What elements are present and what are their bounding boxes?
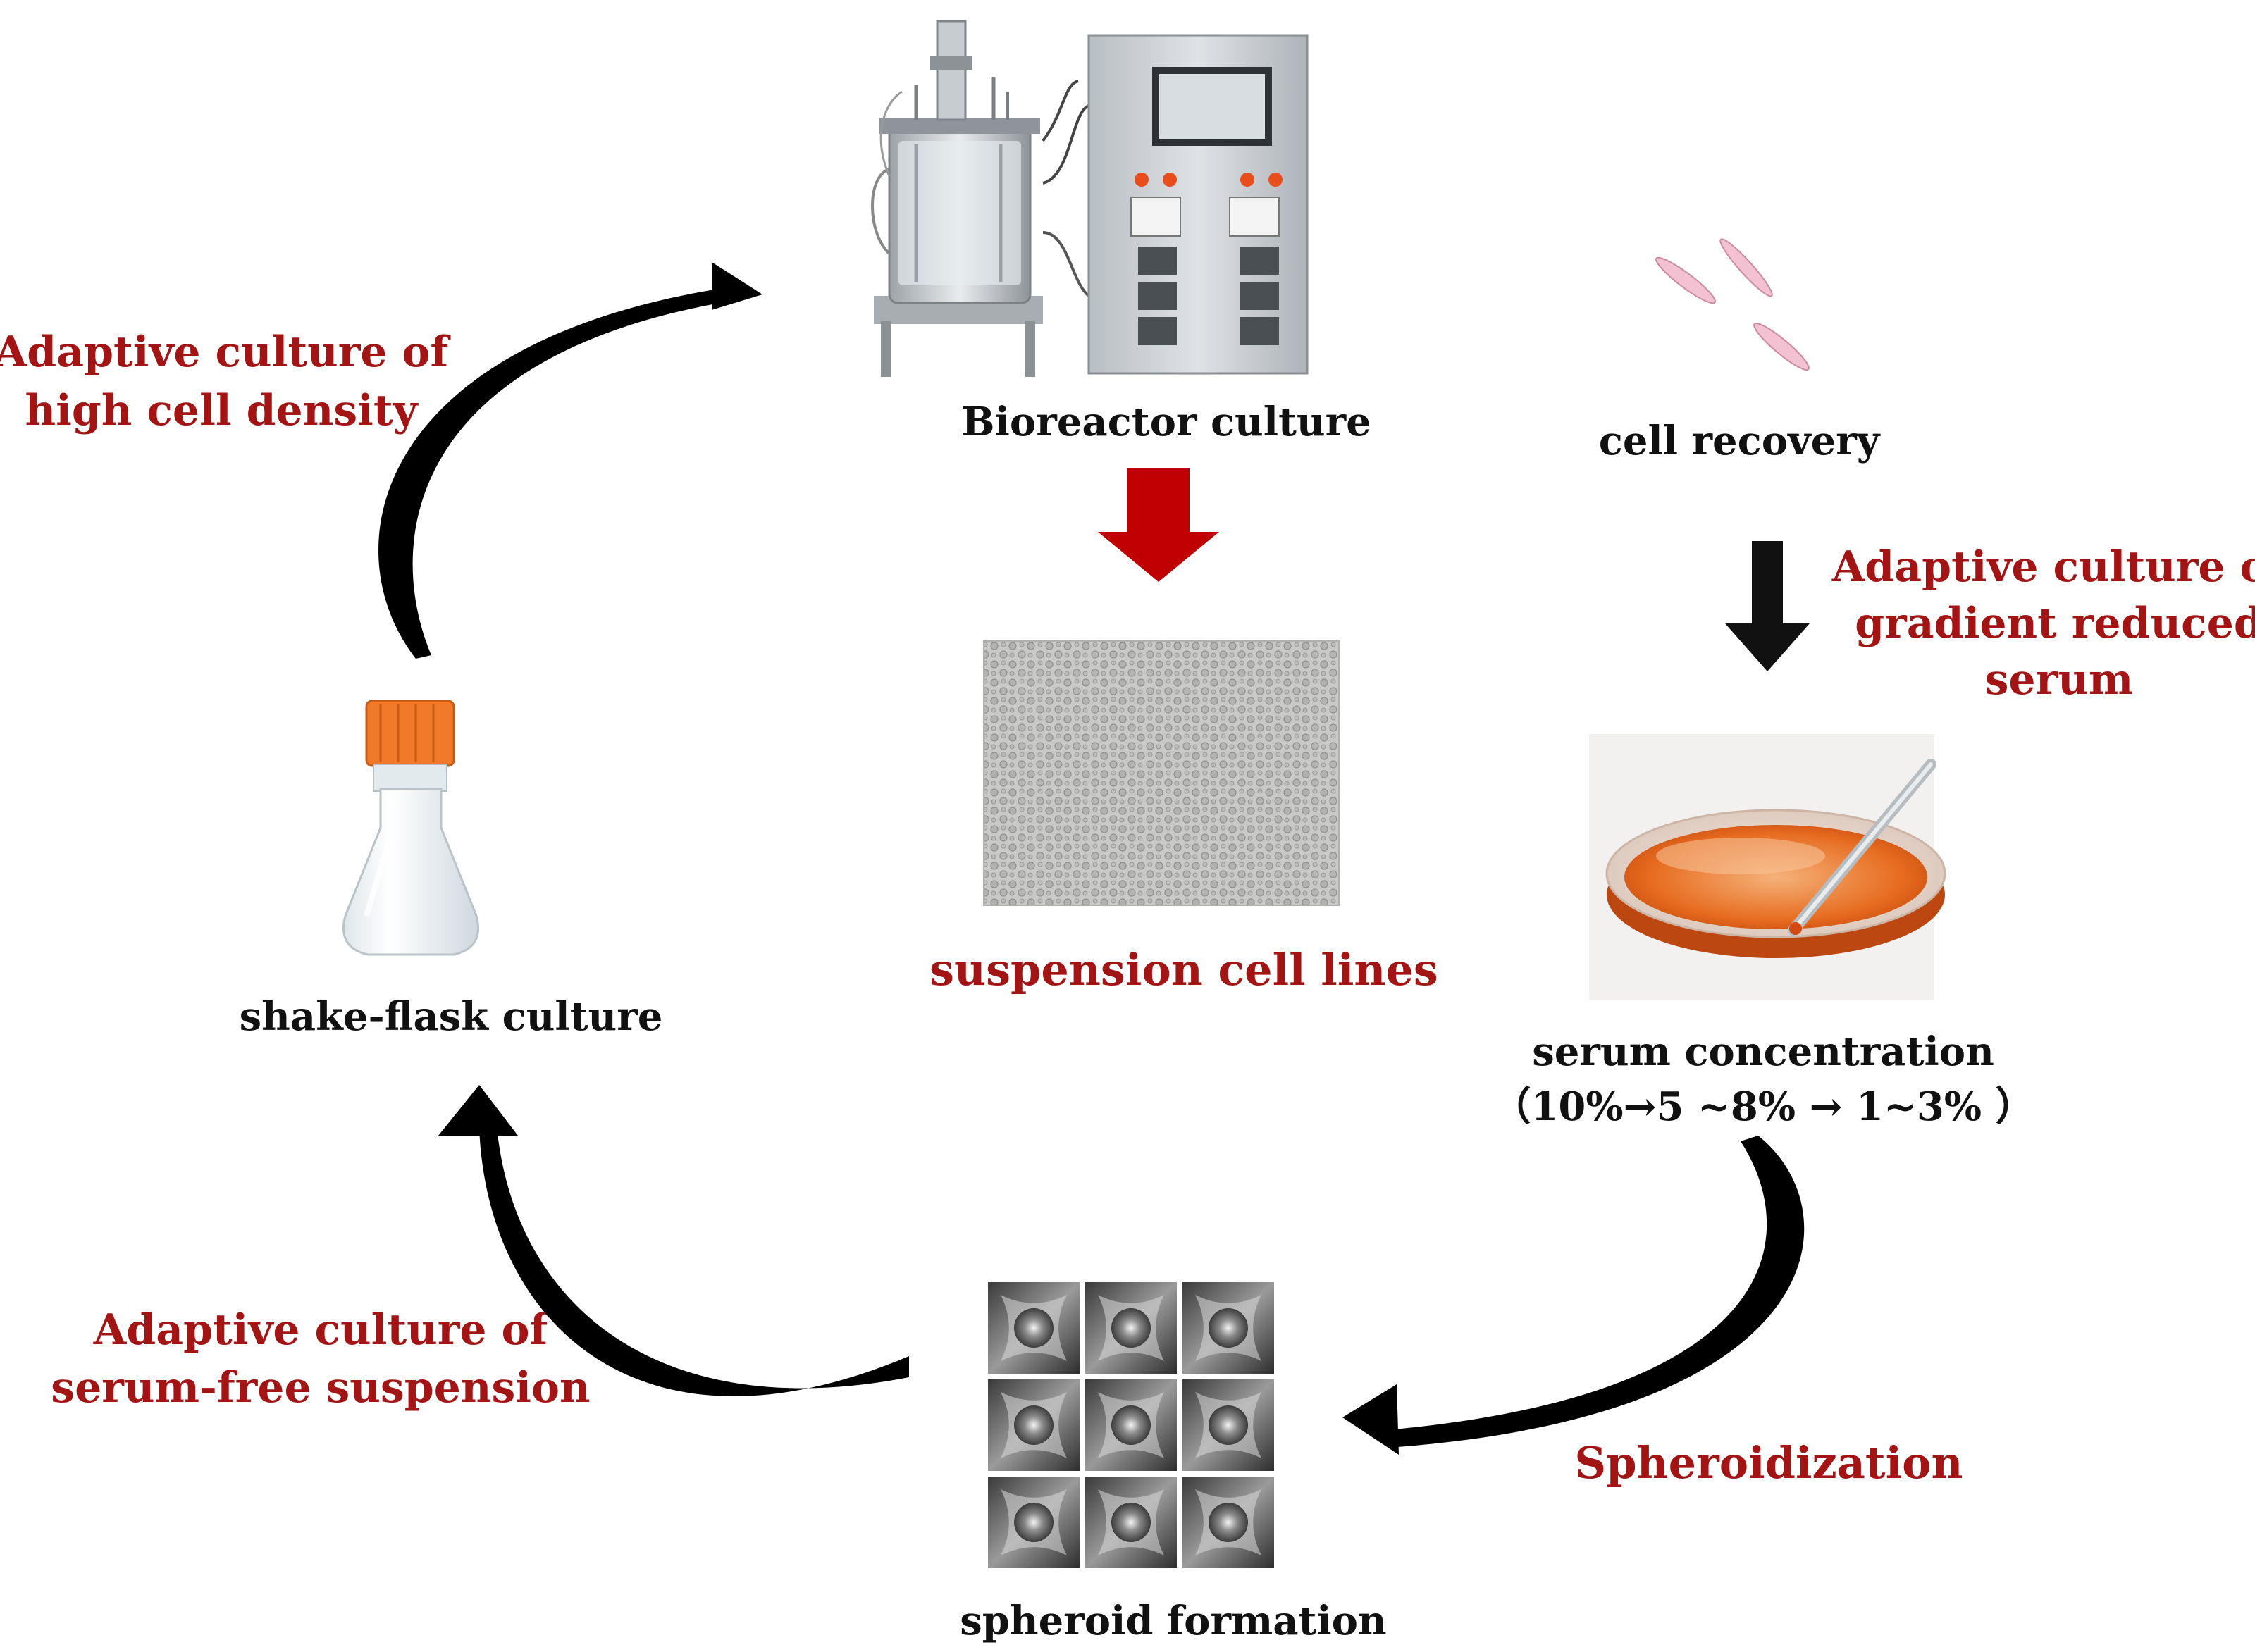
shake-flask-label: shake-flask culture bbox=[240, 993, 663, 1040]
suspension-micrograph-image bbox=[983, 640, 1340, 906]
high-density-annotation: Adaptive culture of high cell density bbox=[0, 328, 451, 435]
curved-arrow-serum-to-spheroid bbox=[1342, 1136, 1805, 1455]
spheroid bbox=[1014, 1405, 1054, 1445]
svg-text:Adaptive culture of: Adaptive culture of bbox=[93, 1305, 551, 1355]
spheroidization-annotation: Spheroidization bbox=[1574, 1437, 1963, 1489]
suspension-lines-label: suspension cell lines bbox=[929, 944, 1438, 995]
svg-text:high cell density: high cell density bbox=[25, 386, 419, 435]
spheroid bbox=[1209, 1405, 1248, 1445]
spheroid bbox=[1111, 1308, 1151, 1348]
serum-steps-label: （10%→5 ~8% → 1~3% ） bbox=[1491, 1083, 2034, 1130]
spheroid bbox=[1111, 1503, 1151, 1542]
red-down-arrow bbox=[1098, 468, 1219, 582]
spheroid bbox=[1014, 1308, 1054, 1348]
curved-arrow-spheroid-to-flask bbox=[438, 1085, 909, 1396]
svg-text:Adaptive culture of: Adaptive culture of bbox=[1831, 542, 2255, 592]
spheroid bbox=[1209, 1503, 1248, 1542]
serum-free-annotation: Adaptive culture of serum-free suspensio… bbox=[51, 1305, 590, 1412]
spheroid bbox=[1209, 1308, 1248, 1348]
svg-text:Adaptive culture of: Adaptive culture of bbox=[0, 328, 451, 377]
svg-text:gradient reduced: gradient reduced bbox=[1855, 599, 2255, 648]
spheroid-grid-image bbox=[988, 1282, 1274, 1568]
cell-recovery-label: cell recovery bbox=[1599, 418, 1881, 464]
bioreactor-image bbox=[871, 20, 1309, 377]
spheroid bbox=[1014, 1503, 1054, 1542]
bioreactor-label: Bioreactor culture bbox=[961, 399, 1371, 445]
spheroid-formation-label: spheroid formation bbox=[960, 1598, 1387, 1644]
cell-image bbox=[1655, 238, 1810, 371]
svg-text:serum: serum bbox=[1985, 655, 2134, 704]
black-down-arrow bbox=[1725, 541, 1810, 671]
curved-arrow-flask-to-bioreactor bbox=[378, 262, 762, 659]
serum-concentration-label: serum concentration bbox=[1532, 1029, 1994, 1075]
svg-text:serum-free suspension: serum-free suspension bbox=[51, 1363, 590, 1412]
petri-dish-image bbox=[1589, 734, 1946, 1000]
shake-flask-image bbox=[342, 700, 480, 956]
spheroid bbox=[1111, 1405, 1151, 1445]
gradient-serum-annotation: Adaptive culture of gradient reduced ser… bbox=[1831, 542, 2255, 704]
